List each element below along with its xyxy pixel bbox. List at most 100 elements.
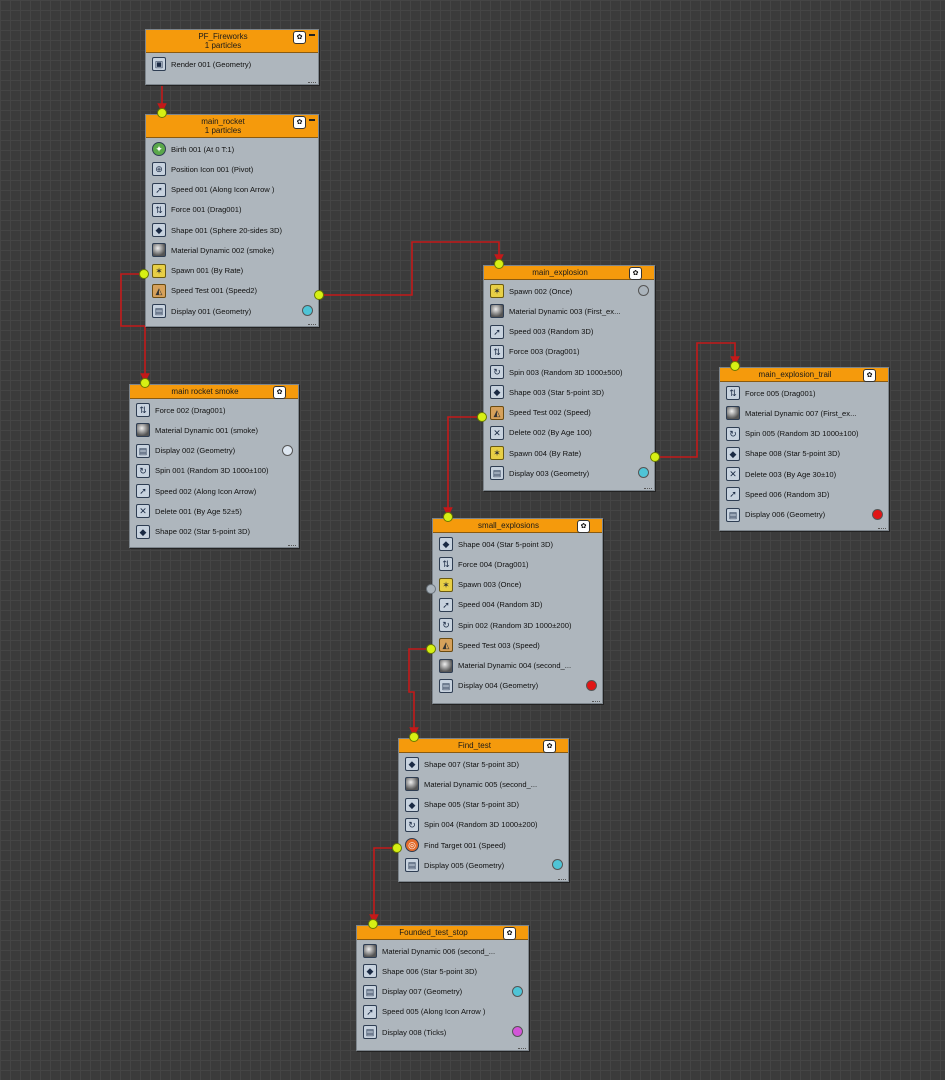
minimize-icon[interactable] <box>309 119 315 121</box>
node-main-rocket[interactable]: main_rocket 1 particles ✿ ✦Birth 001 (At… <box>145 114 319 327</box>
operator-row[interactable]: ▤Display 002 (Geometry) <box>130 441 298 461</box>
operator-row[interactable]: ▤Display 004 (Geometry) <box>433 676 602 696</box>
operator-row[interactable]: ◆Shape 004 (Star 5-point 3D) <box>433 534 602 554</box>
node-header[interactable]: Founded_test_stop ✿ <box>357 926 528 940</box>
operator-row[interactable]: ▤Display 005 (Geometry) <box>399 855 568 875</box>
wire-1[interactable] <box>120 273 150 383</box>
wire-3[interactable] <box>443 416 482 517</box>
node-find-test[interactable]: Find_test ✿ ◆Shape 007 (Star 5-point 3D)… <box>398 738 569 882</box>
resize-grip-icon[interactable] <box>308 78 316 83</box>
display-color-swatch[interactable] <box>638 285 649 296</box>
resize-grip-icon[interactable] <box>288 541 296 546</box>
display-color-swatch[interactable] <box>638 467 649 479</box>
operator-row[interactable]: ◆Shape 005 (Star 5-point 3D) <box>399 795 568 815</box>
operator-row[interactable]: ◆Shape 008 (Star 5-point 3D) <box>720 444 888 464</box>
operator-row[interactable]: ⇅Force 004 (Drag001) <box>433 554 602 574</box>
cow-icon[interactable]: ✿ <box>577 520 590 533</box>
input-port-main-rocket[interactable] <box>157 108 167 118</box>
operator-row[interactable]: Material Dynamic 006 (second_... <box>357 941 528 961</box>
input-port-main-explosion[interactable] <box>494 259 504 269</box>
operator-row[interactable]: ◆Shape 006 (Star 5-point 3D) <box>357 961 528 981</box>
node-header[interactable]: main_explosion_trail ✿ <box>720 368 888 382</box>
spawn-output-port-small-explosions[interactable] <box>426 584 436 594</box>
display-color-swatch[interactable] <box>586 679 597 691</box>
display-color-swatch[interactable] <box>282 444 293 456</box>
node-header[interactable]: main_rocket 1 particles ✿ <box>146 115 318 138</box>
operator-row[interactable]: ↻Spin 001 (Random 3D 1000±100) <box>130 461 298 481</box>
resize-grip-icon[interactable] <box>308 320 316 325</box>
operator-row[interactable]: ✶Spawn 001 (By Rate) <box>146 261 318 281</box>
operator-row[interactable]: ➚Speed 002 (Along Icon Arrow) <box>130 481 298 501</box>
operator-row[interactable]: ✕Delete 002 (By Age 100) <box>484 423 654 443</box>
test-output-port-main-rocket[interactable] <box>314 290 324 300</box>
input-port-small-explosions[interactable] <box>443 512 453 522</box>
operator-row[interactable]: ◭Speed Test 002 (Speed) <box>484 403 654 423</box>
display-color-swatch[interactable] <box>512 985 523 997</box>
cow-icon[interactable]: ✿ <box>863 369 876 382</box>
input-port-main-rocket-smoke[interactable] <box>140 378 150 388</box>
display-color-swatch[interactable] <box>872 508 883 520</box>
operator-row[interactable]: ✶Spawn 003 (Once) <box>433 575 602 595</box>
node-header[interactable]: PF_Fireworks 1 particles ✿ <box>146 30 318 53</box>
operator-row[interactable]: ◆Shape 003 (Star 5-point 3D) <box>484 382 654 402</box>
resize-grip-icon[interactable] <box>558 875 566 880</box>
operator-row[interactable]: Material Dynamic 001 (smoke) <box>130 420 298 440</box>
cow-icon[interactable]: ✿ <box>273 386 286 399</box>
operator-row[interactable]: ↻Spin 003 (Random 3D 1000±500) <box>484 362 654 382</box>
input-port-main-explosion-trail[interactable] <box>730 361 740 371</box>
node-header[interactable]: small_explosions ✿ <box>433 519 602 533</box>
operator-row[interactable]: ▤Display 003 (Geometry) <box>484 463 654 483</box>
cow-icon[interactable]: ✿ <box>293 31 306 44</box>
operator-row[interactable]: ✦Birth 001 (At 0 T:1) <box>146 139 318 159</box>
cow-icon[interactable]: ✿ <box>293 116 306 129</box>
wire-2[interactable] <box>319 241 504 296</box>
operator-row[interactable]: ◎Find Target 001 (Speed) <box>399 835 568 855</box>
wire-6[interactable] <box>369 847 397 924</box>
operator-row[interactable]: ↻Spin 004 (Random 3D 1000±200) <box>399 815 568 835</box>
test-output-port-small-explosions[interactable] <box>426 644 436 654</box>
node-header[interactable]: main_explosion ✿ <box>484 266 654 280</box>
node-header[interactable]: Find_test ✿ <box>399 739 568 753</box>
minimize-icon[interactable] <box>309 34 315 36</box>
operator-row[interactable]: Material Dynamic 004 (second_... <box>433 656 602 676</box>
operator-row[interactable]: ◭Speed Test 001 (Speed2) <box>146 281 318 301</box>
operator-row[interactable]: ✶Spawn 002 (Once) <box>484 281 654 301</box>
node-header[interactable]: main rocket smoke ✿ <box>130 385 298 399</box>
operator-row[interactable]: ↻Spin 002 (Random 3D 1000±200) <box>433 615 602 635</box>
operator-row[interactable]: ⊕Position Icon 001 (Pivot) <box>146 159 318 179</box>
operator-row[interactable]: ⇅Force 002 (Drag001) <box>130 400 298 420</box>
cow-icon[interactable]: ✿ <box>503 927 516 940</box>
operator-row[interactable]: Material Dynamic 005 (second_... <box>399 774 568 794</box>
operator-row[interactable]: Material Dynamic 007 (First_ex... <box>720 403 888 423</box>
node-main-explosion-trail[interactable]: main_explosion_trail ✿ ⇅Force 005 (Drag0… <box>719 367 889 531</box>
spawn-output-port-main-rocket[interactable] <box>139 269 149 279</box>
node-small-explosions[interactable]: small_explosions ✿ ◆Shape 004 (Star 5-po… <box>432 518 603 704</box>
test-output-port-main-explosion[interactable] <box>477 412 487 422</box>
operator-row[interactable]: ◭Speed Test 003 (Speed) <box>433 635 602 655</box>
node-pf-fireworks[interactable]: PF_Fireworks 1 particles ✿ ▣Render 001 (… <box>145 29 319 85</box>
node-main-explosion[interactable]: main_explosion ✿ ✶Spawn 002 (Once)Materi… <box>483 265 655 491</box>
resize-grip-icon[interactable] <box>592 697 600 702</box>
operator-row[interactable]: Material Dynamic 003 (First_ex... <box>484 301 654 321</box>
operator-row[interactable]: ➚Speed 003 (Random 3D) <box>484 322 654 342</box>
spawn-output-port-main-explosion[interactable] <box>650 452 660 462</box>
operator-row[interactable]: ↻Spin 005 (Random 3D 1000±100) <box>720 424 888 444</box>
operator-row[interactable]: ⇅Force 003 (Drag001) <box>484 342 654 362</box>
cow-icon[interactable]: ✿ <box>543 740 556 753</box>
operator-row[interactable]: ▣Render 001 (Geometry) <box>146 54 318 74</box>
operator-row[interactable]: ▤Display 007 (Geometry) <box>357 982 528 1002</box>
operator-row[interactable]: ✕Delete 003 (By Age 30±10) <box>720 464 888 484</box>
display-color-swatch[interactable] <box>302 305 313 316</box>
operator-row[interactable]: ▤Display 006 (Geometry) <box>720 505 888 525</box>
resize-grip-icon[interactable] <box>518 1044 526 1049</box>
operator-row[interactable]: ◆Shape 002 (Star 5-point 3D) <box>130 522 298 542</box>
operator-row[interactable]: ▤Display 001 (Geometry) <box>146 301 318 321</box>
operator-row[interactable]: ➚Speed 001 (Along Icon Arrow ) <box>146 180 318 200</box>
resize-grip-icon[interactable] <box>878 524 886 529</box>
operator-row[interactable]: ⇅Force 005 (Drag001) <box>720 383 888 403</box>
operator-row[interactable]: ✕Delete 001 (By Age 52±5) <box>130 501 298 521</box>
node-main-rocket-smoke[interactable]: main rocket smoke ✿ ⇅Force 002 (Drag001)… <box>129 384 299 548</box>
node-founded-test-stop[interactable]: Founded_test_stop ✿ Material Dynamic 006… <box>356 925 529 1051</box>
cow-icon[interactable]: ✿ <box>629 267 642 280</box>
operator-row[interactable]: ✶Spawn 004 (By Rate) <box>484 443 654 463</box>
